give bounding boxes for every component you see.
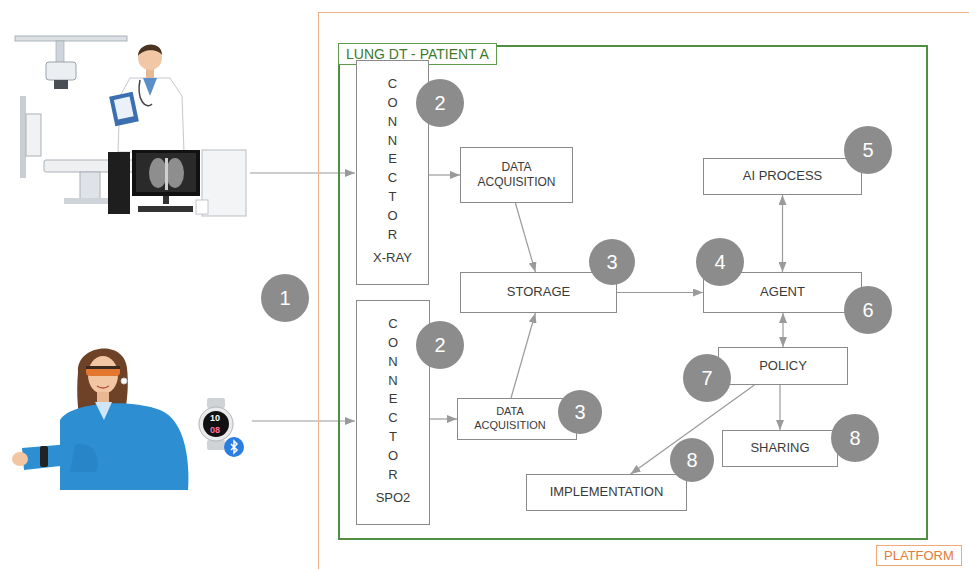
policy-box: POLICY (718, 347, 848, 385)
callout-number: 2 (416, 79, 464, 127)
watch-time: 08 (203, 424, 227, 436)
box-label: AI PROCESS (743, 168, 822, 184)
box-label: DATA ACQUISITION (466, 405, 554, 433)
output-box: SHARING (722, 430, 838, 467)
flow-arrow (429, 174, 460, 175)
callout-number: 1 (261, 274, 309, 322)
flow-arrow (430, 418, 457, 419)
box-label: DATA ACQUISITION (469, 160, 564, 190)
callout-number: 3 (558, 390, 602, 434)
flow-arrow (782, 313, 783, 347)
doctor-figure (109, 45, 184, 152)
box-label: SHARING (750, 440, 809, 456)
output-box: IMPLEMENTATION (526, 474, 687, 511)
callout-number: 3 (589, 239, 635, 285)
flow-arrow (779, 385, 780, 430)
process-box: DATA ACQUISITION (460, 147, 573, 203)
callout-number: 8 (831, 414, 879, 462)
callout-number: 2 (416, 321, 464, 369)
callout-number: 7 (683, 354, 731, 402)
patient-figure (12, 348, 188, 490)
callout-number: 4 (696, 238, 744, 286)
callout-number: 5 (844, 126, 892, 174)
connector-title: CONNECTOR (387, 315, 400, 485)
process-box: AI PROCESS (703, 158, 862, 195)
box-label: IMPLEMENTATION (550, 484, 664, 500)
flow-arrow (782, 195, 783, 272)
box-label: POLICY (759, 358, 807, 374)
watch-time: 10 (203, 412, 227, 424)
callout-number: 8 (670, 438, 714, 482)
box-label: AGENT (760, 284, 805, 300)
workstation (108, 150, 246, 216)
storage-box: STORAGE (460, 272, 617, 313)
region-title: PLATFORM (876, 545, 962, 566)
connector-source: SPO2 (376, 490, 411, 505)
connector-title: CONNECTOR (386, 75, 399, 245)
flow-arrow (617, 292, 703, 293)
smartwatch-icon (199, 398, 244, 457)
flow-arrow (511, 313, 535, 398)
box-label: STORAGE (507, 284, 570, 300)
callout-number: 6 (844, 286, 892, 334)
flow-arrow (515, 203, 535, 272)
connector-source: X-RAY (373, 250, 412, 265)
